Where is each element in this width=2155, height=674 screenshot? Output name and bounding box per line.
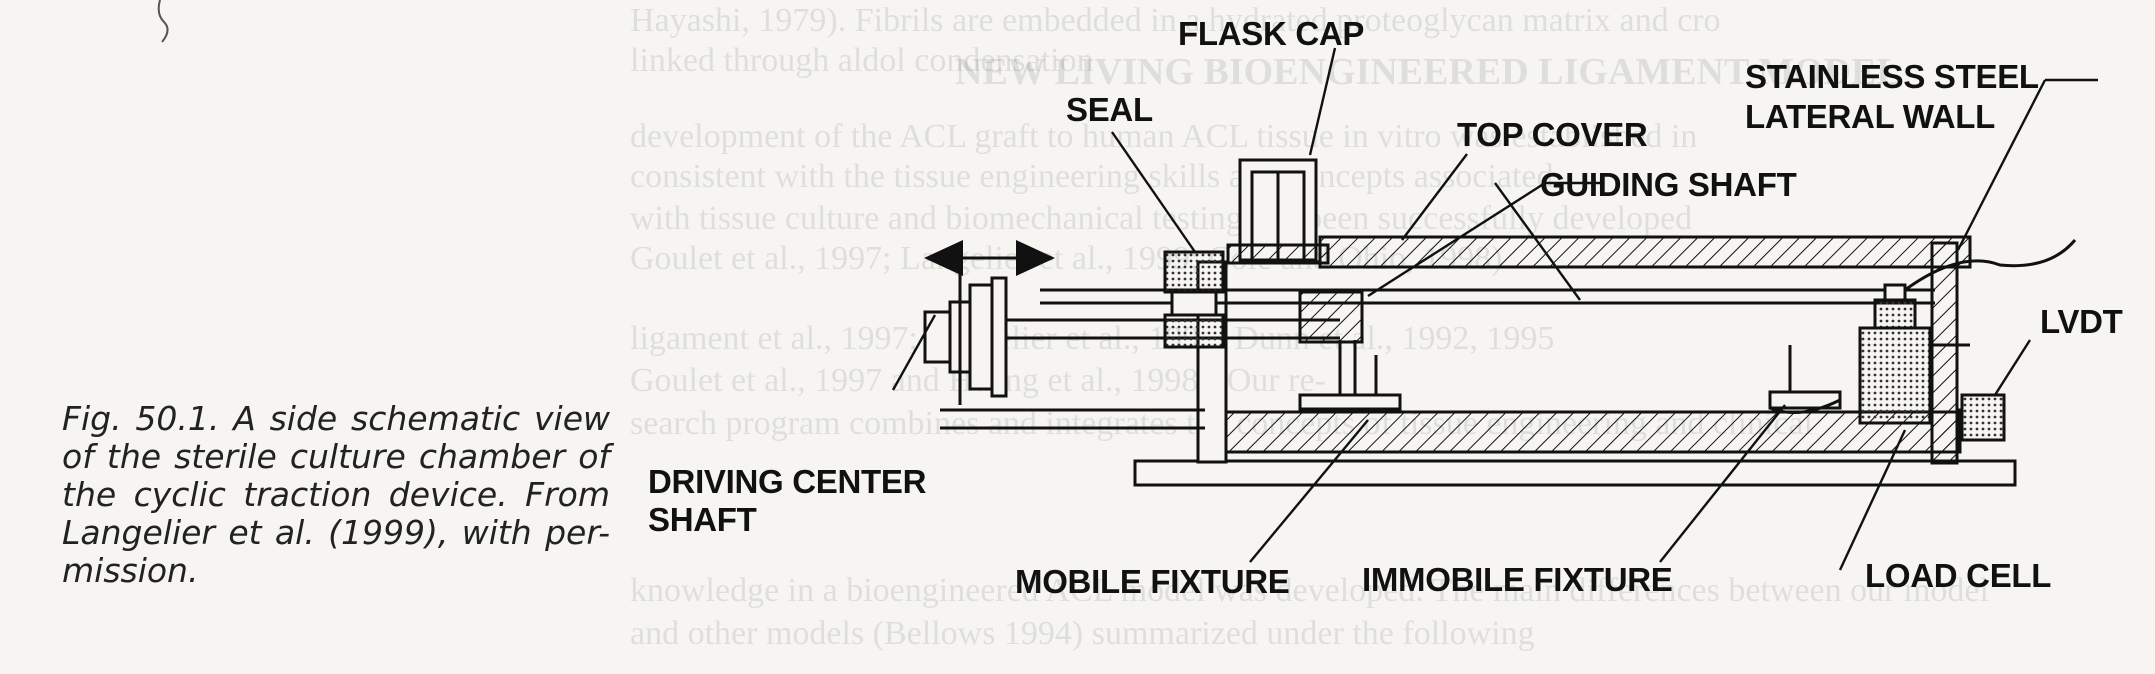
load-cell <box>1858 326 1932 425</box>
label-immobile-fixture: IMMOBILE FIXTURE <box>1362 561 1673 598</box>
ghost-line: development of the ACL graft to human AC… <box>630 118 1698 155</box>
chamber-floor <box>1198 410 1962 454</box>
lateral-wall <box>1930 241 1959 465</box>
seal <box>1163 250 1225 294</box>
ghost-line: consistent with the tissue engineering s… <box>630 158 1554 195</box>
ghost-line: and other models (Bellows 1994) summariz… <box>630 615 1535 652</box>
page-mark <box>157 0 169 43</box>
ghost-line: linked through aldol condensation <box>630 42 1094 79</box>
label-lvdt: LVDT <box>2040 303 2123 340</box>
shaft-coupling <box>923 310 952 364</box>
base-plate <box>1133 459 2017 487</box>
label-lateral-wall: LATERAL WALL <box>1745 98 1995 135</box>
figure-caption: Fig. 50.1. A side schematic view of the … <box>62 399 610 590</box>
label-load-cell: LOAD CELL <box>1865 557 2052 594</box>
mobile-fixture-block <box>1298 290 1364 344</box>
ghost-line: Hayashi, 1979). Fibrils are embedded in … <box>630 2 1721 39</box>
label-top-cover: TOP COVER <box>1457 116 1648 153</box>
label-seal: SEAL <box>1066 91 1153 128</box>
top-cover <box>1318 235 1972 269</box>
label-flask-cap: FLASK CAP <box>1178 15 1365 52</box>
ghost-line: NEW LIVING BIOENGINEERED LIGAMENT MODEL <box>955 51 1902 93</box>
lvdt <box>1960 393 2006 442</box>
ghost-line: knowledge in a bioengineered ACL model w… <box>630 572 1989 609</box>
label-driving-center: DRIVING CENTER <box>648 463 927 500</box>
label-stainless-steel: STAINLESS STEEL <box>1745 58 2039 95</box>
ghost-line: with tissue culture and biomechanical te… <box>630 200 1693 237</box>
label-mobile-fixture: MOBILE FIXTURE <box>1015 563 1290 600</box>
label-shaft: SHAFT <box>648 501 757 538</box>
label-guiding-shaft: GUIDING SHAFT <box>1540 166 1797 203</box>
